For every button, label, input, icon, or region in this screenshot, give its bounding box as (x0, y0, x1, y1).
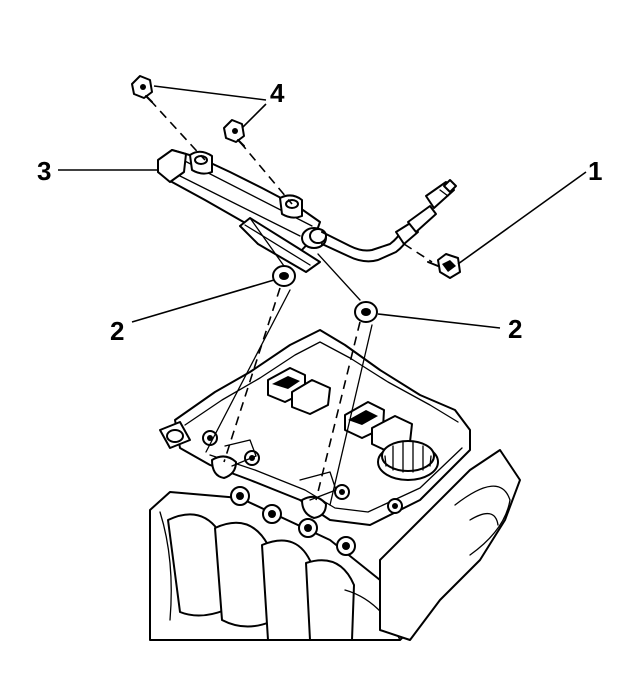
oil-filler-cap (377, 440, 439, 481)
fuel-pipe-bolt (427, 253, 461, 279)
fuel-feed-pipe (321, 229, 403, 252)
callout-4: 4 (270, 78, 285, 108)
callout-3: 3 (37, 156, 51, 186)
intake-manifold (149, 491, 411, 641)
injector-bores (211, 439, 337, 519)
rail-bolt-lower (223, 119, 245, 147)
callout-2-left: 2 (110, 316, 124, 346)
assembly-lines (149, 99, 433, 506)
fuel-rail-assembly (157, 149, 457, 273)
injector-seal-right (354, 301, 378, 323)
cover-bolts (202, 430, 403, 556)
rail-bolt-upper (131, 75, 153, 103)
coil-bosses (267, 367, 413, 453)
injector-seal-left (272, 265, 296, 287)
engine-assembly (149, 329, 521, 641)
callout-1: 1 (588, 156, 602, 186)
callout-2-right: 2 (508, 314, 522, 344)
manifold-end-flange (379, 449, 521, 641)
callout-leaders (58, 85, 587, 329)
